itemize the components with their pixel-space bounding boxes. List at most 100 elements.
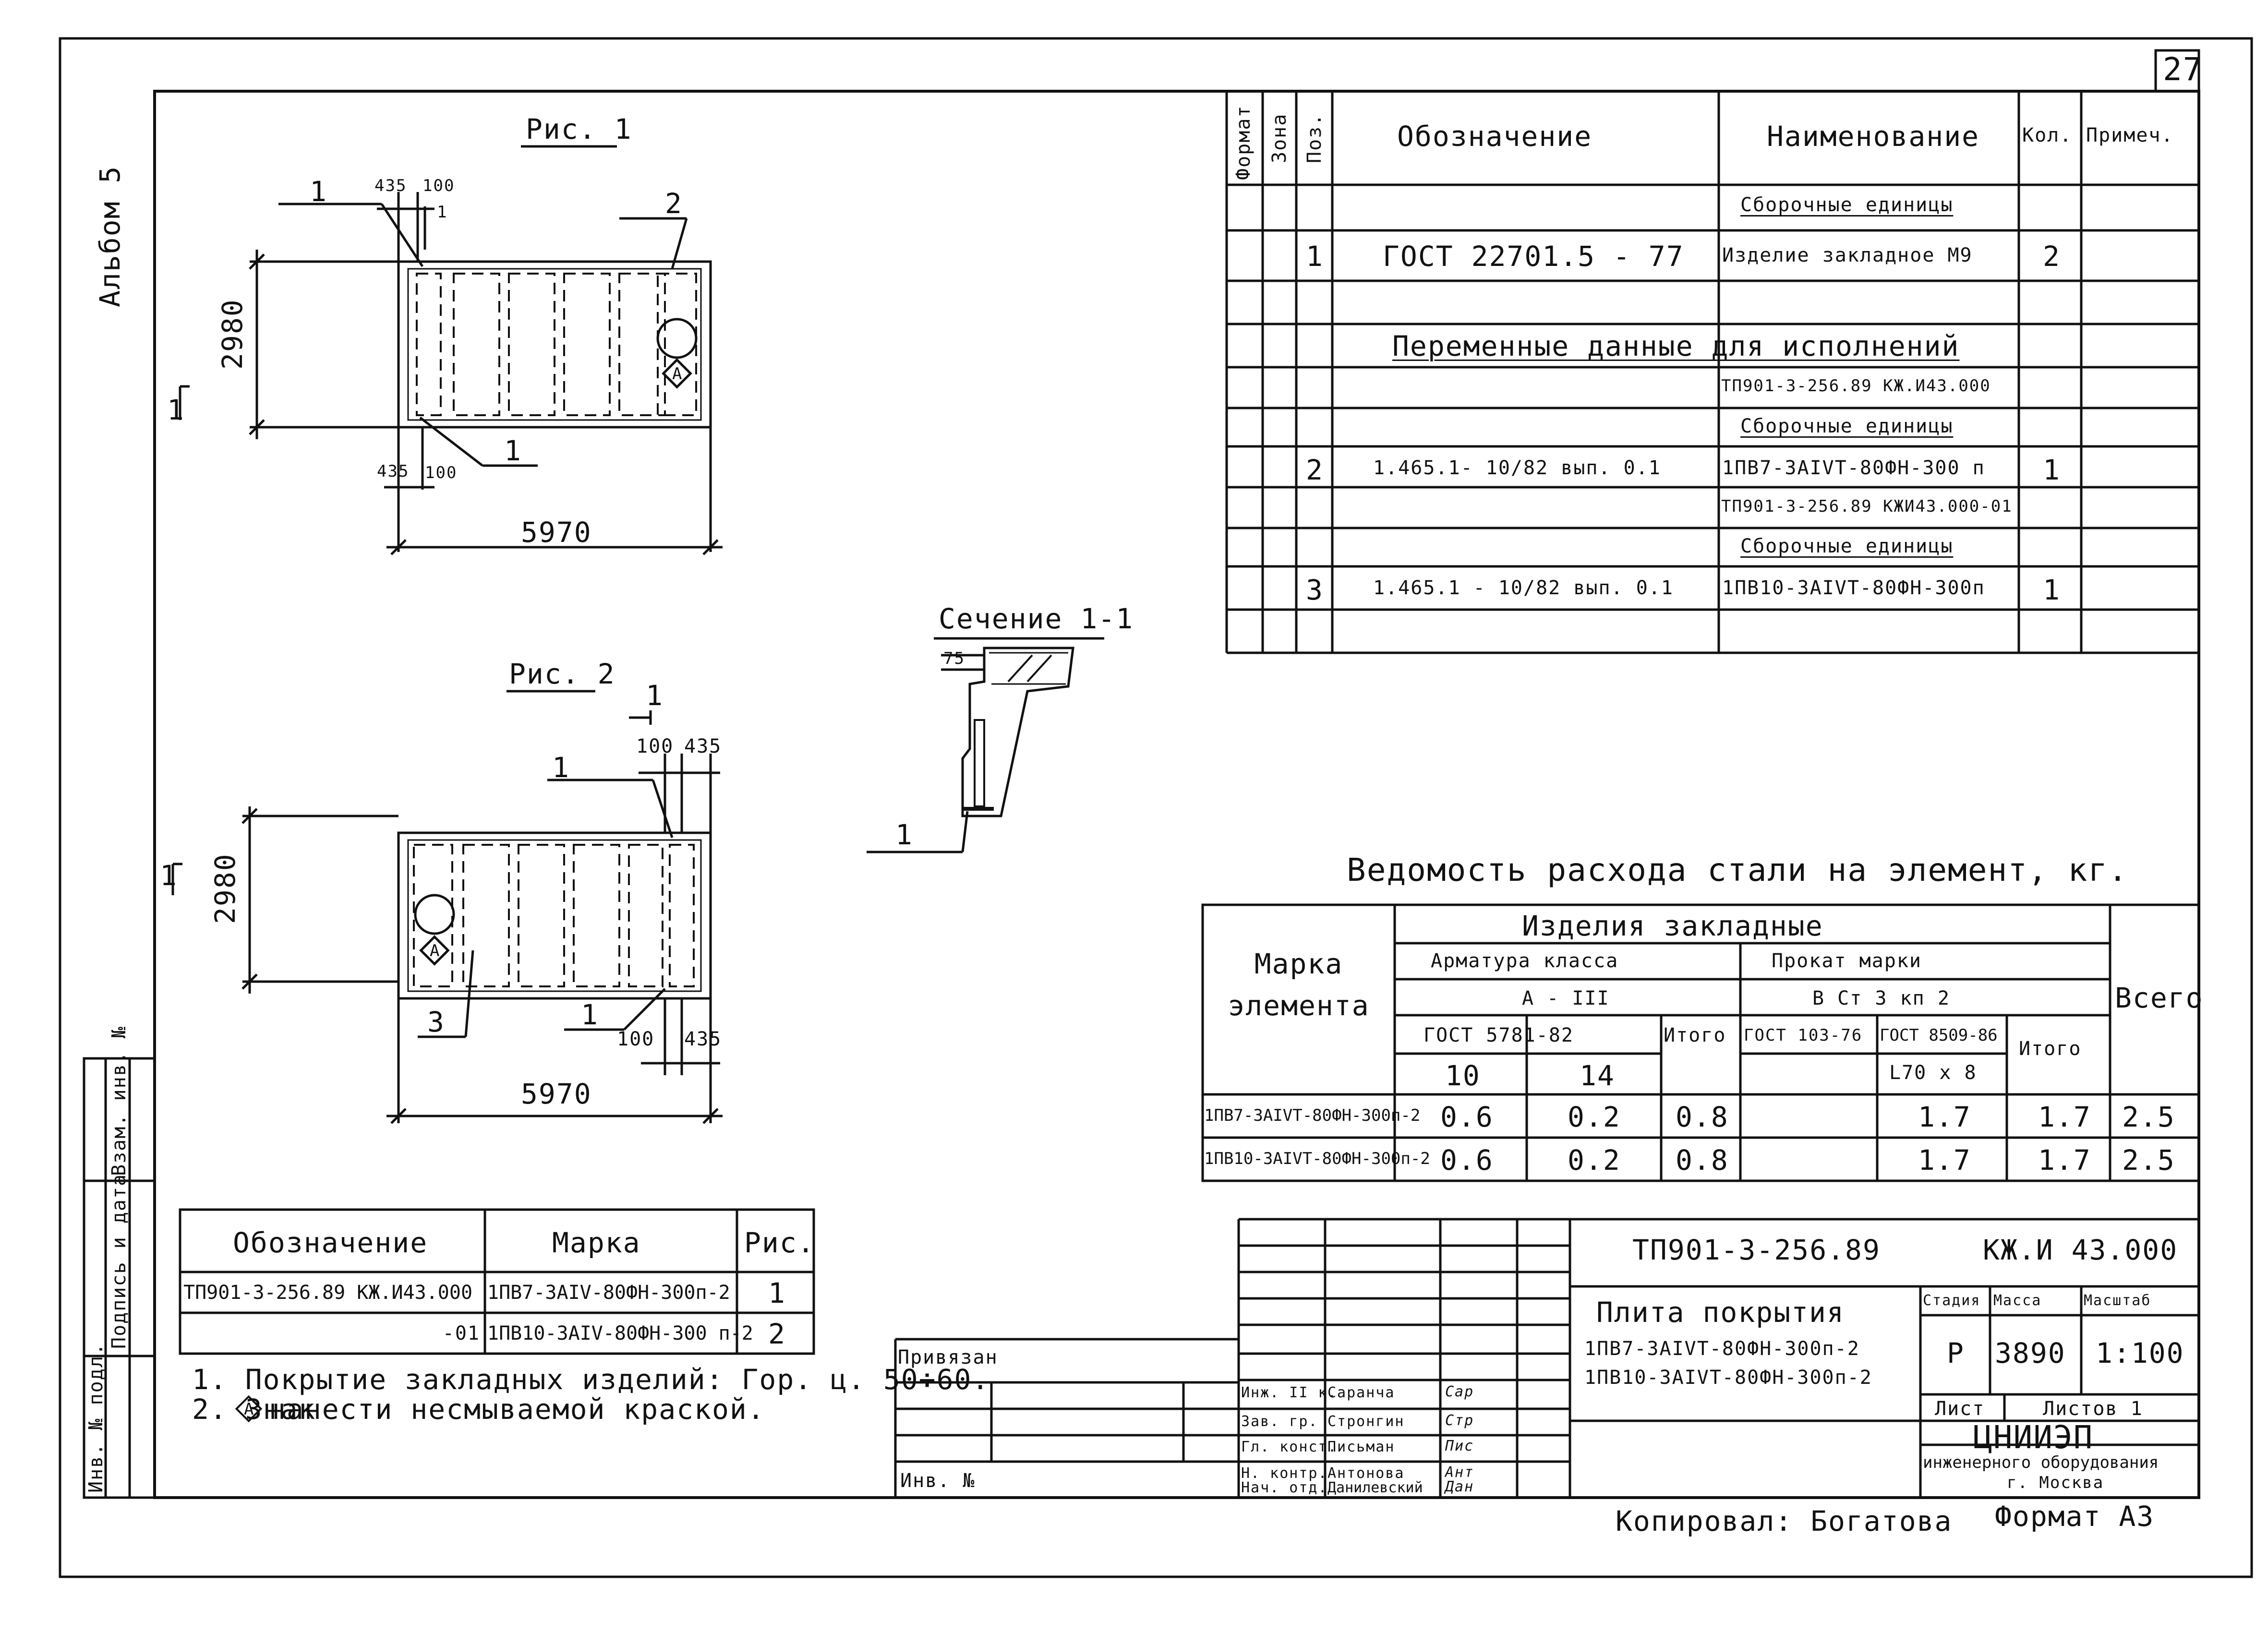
- tb-h-massa: Масса: [1993, 1292, 2042, 1309]
- note-2b: нанести несмываемой краской.: [269, 1393, 765, 1426]
- fig2-callout-3: 3: [427, 1006, 445, 1038]
- spec-row-4-name: Переменные данные для исполнений: [1392, 330, 1960, 362]
- section-dim-75: 75: [943, 649, 965, 668]
- section-callout-1: 1: [895, 818, 913, 851]
- steel-row-2-marka: 1ПВ10-3АIVТ-80ФН-300п-2: [1204, 1149, 1430, 1168]
- mark-row-2-ris: 2: [768, 1318, 786, 1350]
- steel-h-14: 14: [1580, 1059, 1615, 1092]
- tb-org-line2: инженерного оборудования: [1923, 1453, 2159, 1472]
- tb-code: ТП901-3-256.89: [1632, 1234, 1881, 1266]
- tb-staff-3-sign: Пис: [1445, 1438, 1474, 1454]
- mark-row-1-designation: ТП901-3-256.89 КЖ.И43.000: [183, 1282, 473, 1304]
- spec-row-8-name: ТП901-3-256.89 КЖИ43.000-01: [1721, 497, 2013, 516]
- steel-h-itogo2: Итого: [2019, 1038, 2082, 1060]
- fig2-title: Рис. 2: [509, 658, 615, 690]
- steel-row-1-marka: 1ПВ7-3АIVТ-80ФН-300п-2: [1204, 1106, 1421, 1125]
- steel-h-L70: L70 х 8: [1889, 1062, 1977, 1084]
- spec-h-qty: Кол.: [2022, 124, 2073, 146]
- mark-row-2-designation: -01: [442, 1322, 480, 1344]
- tb-product-line1: 1ПВ7-3АIVТ-80ФН-300п-2: [1584, 1338, 1860, 1360]
- steel-h-vsego: Всего: [2115, 982, 2204, 1014]
- mark-table-lines: [179, 1208, 815, 1355]
- inv-no-label: Инв. №: [900, 1470, 976, 1492]
- steel-row-2-itogo1: 0.8: [1676, 1144, 1729, 1176]
- outer-frame: [59, 37, 2253, 1578]
- tb-staff-5-role: Нач. отд.: [1241, 1479, 1328, 1496]
- fig1-callout-1-top: 1: [310, 175, 327, 208]
- spec-row-2-name: Изделие закладное М9: [1722, 244, 1973, 266]
- fig1-dim-435-bot: 435: [377, 462, 410, 481]
- steel-row-1-itogo2: 1.7: [2038, 1101, 2091, 1133]
- steel-h-a3: А - III: [1522, 987, 1610, 1009]
- tb-listov-label: Листов 1: [2043, 1398, 2143, 1420]
- spec-h-designation: Обозначение: [1397, 120, 1592, 153]
- note-marker-shape: [235, 1395, 263, 1423]
- tb-list-label: Лист: [1935, 1398, 1985, 1420]
- steel-h-izdelia: Изделия закладные: [1522, 910, 1823, 942]
- spec-row-6-name: Сборочные единицы: [1740, 415, 1954, 437]
- tb-stadia: Р: [1947, 1337, 1965, 1369]
- note-2-marker: A: [244, 1400, 255, 1419]
- tb-org-line3: г. Москва: [2007, 1473, 2104, 1492]
- steel-row-1-g8509: 1.7: [1918, 1101, 1971, 1133]
- section-linework: [867, 637, 1104, 853]
- tb-staff-4-name: Антонова: [1327, 1465, 1405, 1482]
- fig1-callout-1-bot: 1: [504, 434, 522, 467]
- mark-row-1-ris: 1: [768, 1277, 786, 1309]
- tb-product-title: Плита покрытия: [1596, 1296, 1845, 1329]
- spec-row-10-designation: 1.465.1 - 10/82 вып. 0.1: [1373, 577, 1674, 599]
- tb-staff-2-sign: Стр: [1445, 1412, 1474, 1429]
- steel-row-2-vsego: 2.5: [2122, 1144, 2175, 1176]
- page-number-box: [2154, 49, 2200, 93]
- steel-h-gost5781: ГОСТ 5781-82: [1424, 1024, 1574, 1046]
- tb-h-masshtab: Масштаб: [2084, 1292, 2151, 1309]
- tb-massa: 3890: [1995, 1337, 2066, 1369]
- steel-row-1-a14: 0.2: [1568, 1101, 1621, 1133]
- tb-staff-1-name: Саранча: [1327, 1384, 1395, 1401]
- steel-h-prokat: Прокат марки: [1772, 950, 1922, 972]
- steel-h-armatura: Арматура класса: [1431, 950, 1619, 972]
- side-stamp-inv: Инв. № подл.: [85, 1343, 107, 1493]
- fig1-dim-2980: 2980: [216, 299, 249, 370]
- fig1-dim-100-bot: 100: [425, 463, 458, 482]
- mark-h-ris: Рис.: [744, 1226, 815, 1259]
- steel-h-10: 10: [1445, 1059, 1481, 1092]
- steel-h-itogo1: Итого: [1664, 1024, 1726, 1046]
- spec-row-7-designation: 1.465.1- 10/82 вып. 0.1: [1373, 457, 1661, 479]
- spec-row-10-name: 1ПВ10-3АIVТ-80ФН-300п: [1722, 577, 1985, 599]
- spec-row-2-qty: 2: [2043, 240, 2061, 273]
- fig2-section-mark-side: 1: [160, 859, 178, 892]
- tb-staff-3-name: Письман: [1327, 1439, 1395, 1455]
- side-stamp-lines: [83, 1057, 156, 1499]
- spec-h-format: Формат: [1232, 105, 1255, 180]
- album-label: Альбом 5: [94, 165, 126, 307]
- fig1-marker: A: [672, 364, 683, 384]
- tb-masshtab: 1:100: [2096, 1337, 2184, 1369]
- steel-h-gost8509: ГОСТ 8509-86: [1880, 1026, 1998, 1045]
- fig1-dim-435-top: 435: [374, 176, 407, 195]
- fig2-linework: [171, 690, 723, 1124]
- steel-row-1-a10: 0.6: [1440, 1101, 1494, 1133]
- steel-row-2-g8509: 1.7: [1918, 1144, 1971, 1176]
- spec-h-pos: Поз.: [1303, 113, 1326, 163]
- fig2-callout-1-bot: 1: [581, 998, 599, 1031]
- side-stamp-vzam: Взам. инв. №: [108, 1026, 130, 1176]
- spec-h-name: Наименование: [1767, 120, 1980, 153]
- fig1-title: Рис. 1: [526, 113, 632, 145]
- fig1-dim-5970: 5970: [521, 516, 592, 549]
- tb-staff-5-name: Данилевский: [1327, 1479, 1423, 1496]
- steel-title: Ведомость расхода стали на элемент, кг.: [1347, 852, 2128, 888]
- steel-h-gost103: ГОСТ 103-76: [1744, 1026, 1863, 1045]
- steel-row-2-a10: 0.6: [1440, 1144, 1494, 1176]
- spec-h-zone: Зона: [1268, 113, 1291, 163]
- spec-row-2-pos: 1: [1306, 240, 1324, 273]
- tb-staff-3-role: Гл. конст.: [1241, 1439, 1338, 1455]
- steel-row-1-vsego: 2.5: [2122, 1101, 2175, 1133]
- title-block-lines: [894, 1218, 2199, 1498]
- fig1-section-mark-top: 1: [437, 203, 448, 222]
- fig2-dim-5970: 5970: [521, 1078, 592, 1110]
- fig2-dim-2980: 2980: [209, 853, 241, 924]
- mark-row-1-marka: 1ПВ7-3АIV-80ФН-300п-2: [487, 1282, 730, 1304]
- tb-staff-2-name: Стронгин: [1327, 1413, 1405, 1430]
- note-1: 1. Покрытие закладных изделий: Гор. ц. 5…: [192, 1363, 990, 1396]
